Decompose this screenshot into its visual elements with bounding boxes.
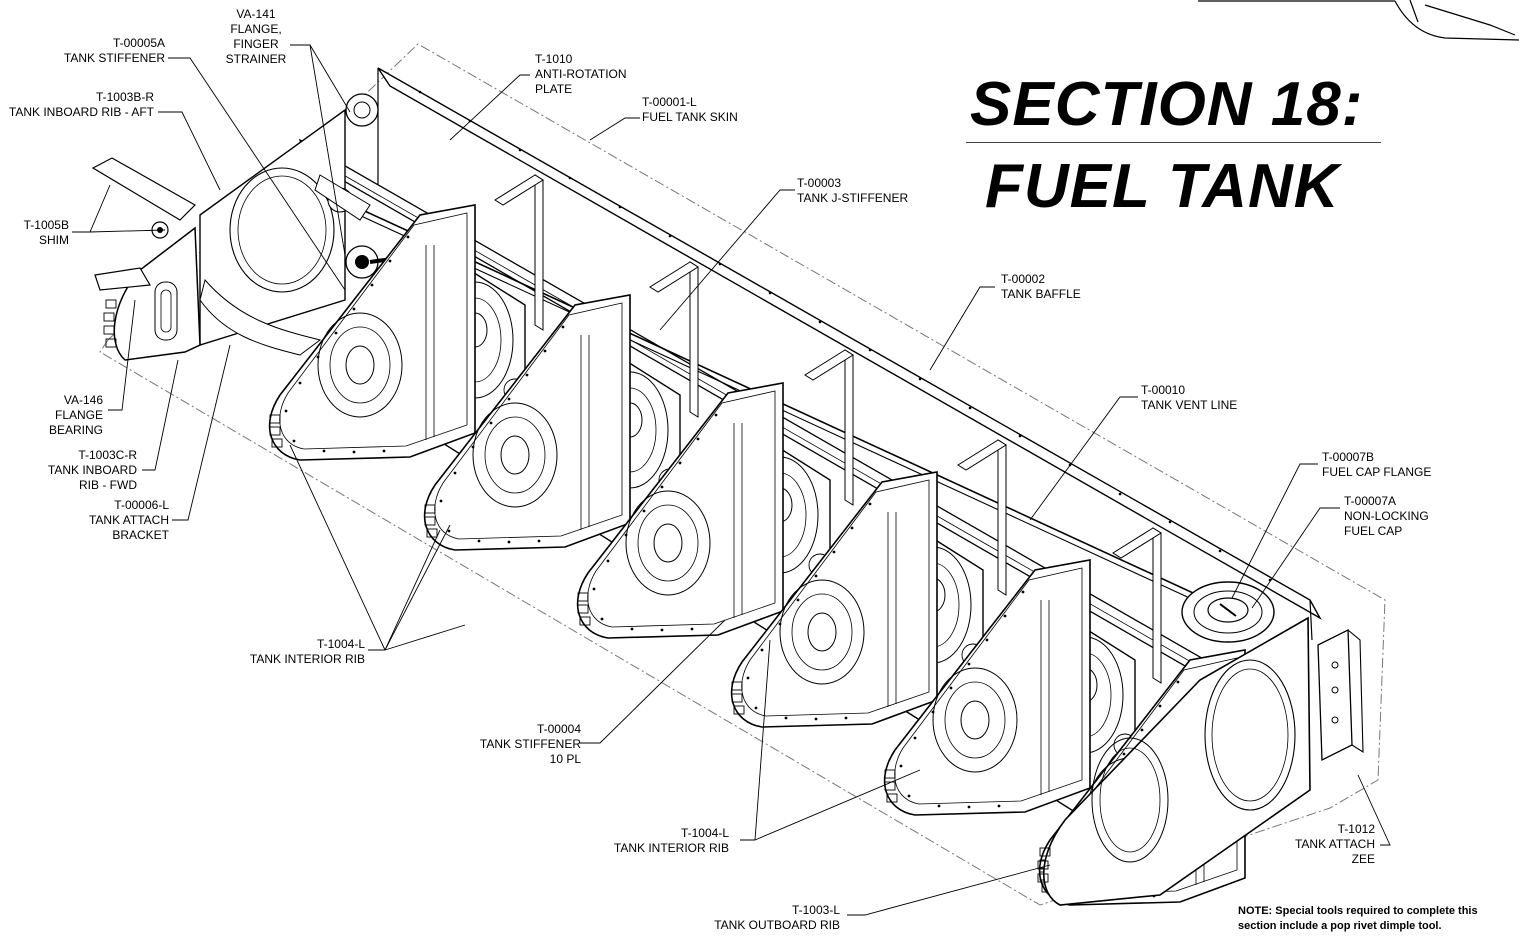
callout-description: TANK STIFFENER bbox=[63, 51, 165, 65]
callout-description: BEARING bbox=[48, 423, 103, 437]
callout-part-number: T-00001-L bbox=[642, 95, 697, 109]
callout-part-number: T-1003-L bbox=[791, 903, 840, 917]
tank-inboard-rib-fwd bbox=[103, 226, 201, 361]
callout-description: TANK VENT LINE bbox=[1141, 398, 1238, 412]
callout-description: TANK ATTACH bbox=[1294, 837, 1375, 851]
tank-baffle bbox=[377, 67, 1322, 641]
callout-part-number: T-00005A bbox=[112, 36, 165, 50]
callout-description: FUEL CAP FLANGE bbox=[1322, 465, 1432, 479]
title-divider bbox=[966, 142, 1381, 143]
tank-inboard-rib-aft bbox=[199, 108, 346, 346]
callout-part-number: T-1004-L bbox=[680, 826, 729, 840]
callout-part-number: T-00003 bbox=[797, 176, 842, 190]
corner-airplane-sketch bbox=[1198, 0, 1519, 41]
callout-description: 10 PL bbox=[549, 752, 581, 766]
fuel-tank-skin-outline bbox=[99, 43, 1386, 906]
leader-lines bbox=[72, 44, 1391, 916]
callout-part-number: T-00007B bbox=[1322, 450, 1375, 464]
callout-t00010: T-00010 TANK VENT LINE bbox=[1141, 383, 1237, 413]
callout-description: PLATE bbox=[535, 82, 573, 96]
callout-part-number: T-1012 bbox=[1337, 822, 1375, 836]
tank-attach-bracket bbox=[91, 157, 322, 356]
callout-va141: VA-141 FLANGE, FINGER STRAINER bbox=[222, 7, 290, 67]
callout-description: FUEL TANK SKIN bbox=[642, 110, 738, 124]
callout-t1004l-lower: T-1004-L TANK INTERIOR RIB bbox=[614, 826, 729, 856]
callout-t1004l-upper: T-1004-L TANK INTERIOR RIB bbox=[250, 637, 365, 667]
note-line: section include a pop rivet dimple tool. bbox=[1238, 920, 1442, 932]
callout-description: TANK INBOARD bbox=[47, 463, 137, 477]
callout-part-number: T-00006-L bbox=[114, 498, 169, 512]
callout-description: ZEE bbox=[1351, 852, 1375, 866]
callout-t1010: T-1010 ANTI-ROTATION PLATE bbox=[535, 52, 627, 97]
section-title-line1: SECTION 18: bbox=[970, 70, 1364, 139]
callout-part-number: T-1004-L bbox=[316, 637, 365, 651]
callout-t00005a: T-00005A TANK STIFFENER bbox=[64, 36, 165, 66]
tank-attach-zee bbox=[1317, 628, 1364, 762]
callout-description: TANK INBOARD RIB - AFT bbox=[8, 105, 154, 119]
section-title-line2: FUEL TANK bbox=[985, 152, 1340, 221]
callout-description: FUEL CAP bbox=[1344, 524, 1403, 538]
callout-description: FINGER bbox=[233, 37, 279, 51]
special-tools-note: NOTE: Special tools required to complete… bbox=[1238, 904, 1518, 934]
callout-part-number: T-1003C-R bbox=[78, 448, 137, 462]
callout-description: FLANGE, bbox=[230, 22, 282, 36]
tank-outboard-rib bbox=[1037, 616, 1311, 906]
callout-description: TANK ATTACH bbox=[88, 513, 169, 527]
callout-t1003cr: T-1003C-R TANK INBOARD RIB - FWD bbox=[48, 448, 137, 493]
callout-description: TANK OUTBOARD RIB bbox=[714, 918, 840, 932]
callout-part-number: T-00007A bbox=[1344, 494, 1397, 508]
callout-part-number: VA-141 bbox=[236, 7, 276, 21]
callout-part-number: T-1005B bbox=[23, 218, 69, 232]
callout-description: RIB - FWD bbox=[79, 478, 137, 492]
fuel-cap-flange bbox=[1181, 581, 1275, 643]
callout-t00007b: T-00007B FUEL CAP FLANGE bbox=[1322, 450, 1431, 480]
callout-description: TANK J-STIFFENER bbox=[797, 191, 909, 205]
callout-part-number: T-00002 bbox=[1001, 272, 1046, 286]
callout-t00003: T-00003 TANK J-STIFFENER bbox=[797, 176, 908, 206]
callout-part-number: T-00010 bbox=[1141, 383, 1186, 397]
callout-description: TANK INTERIOR RIB bbox=[249, 652, 365, 666]
callout-description: TANK STIFFENER bbox=[479, 737, 581, 751]
callout-t1012: T-1012 TANK ATTACH ZEE bbox=[1295, 822, 1375, 867]
callout-description: STRAINER bbox=[225, 52, 287, 66]
callout-description: FLANGE bbox=[54, 408, 103, 422]
callout-part-number: T-1003B-R bbox=[95, 90, 154, 104]
callout-t00002: T-00002 TANK BAFFLE bbox=[1001, 272, 1081, 302]
callout-part-number: T-00004 bbox=[536, 722, 581, 736]
callout-t00007a: T-00007A NON-LOCKING FUEL CAP bbox=[1344, 494, 1429, 539]
callout-description: BRACKET bbox=[112, 528, 169, 542]
callout-part-number: T-1010 bbox=[535, 52, 573, 66]
note-line: NOTE: Special tools required to complete… bbox=[1238, 905, 1478, 917]
callout-t00006l: T-00006-L TANK ATTACH BRACKET bbox=[89, 498, 169, 543]
callout-description: TANK BAFFLE bbox=[1001, 287, 1081, 301]
callout-description: SHIM bbox=[39, 233, 69, 247]
callout-t00001l: T-00001-L FUEL TANK SKIN bbox=[642, 95, 738, 125]
callout-description: ANTI-ROTATION bbox=[535, 67, 627, 81]
callout-t1005b: T-1005B SHIM bbox=[24, 218, 69, 248]
callout-description: TANK INTERIOR RIB bbox=[613, 841, 729, 855]
callout-description: NON-LOCKING bbox=[1344, 509, 1429, 523]
callout-part-number: VA-146 bbox=[63, 393, 103, 407]
callout-t1003br: T-1003B-R TANK INBOARD RIB - AFT bbox=[9, 90, 154, 120]
callout-t1003l: T-1003-L TANK OUTBOARD RIB bbox=[714, 903, 840, 933]
callout-t00004: T-00004 TANK STIFFENER 10 PL bbox=[480, 722, 581, 767]
callout-va146: VA-146 FLANGE BEARING bbox=[49, 393, 103, 438]
